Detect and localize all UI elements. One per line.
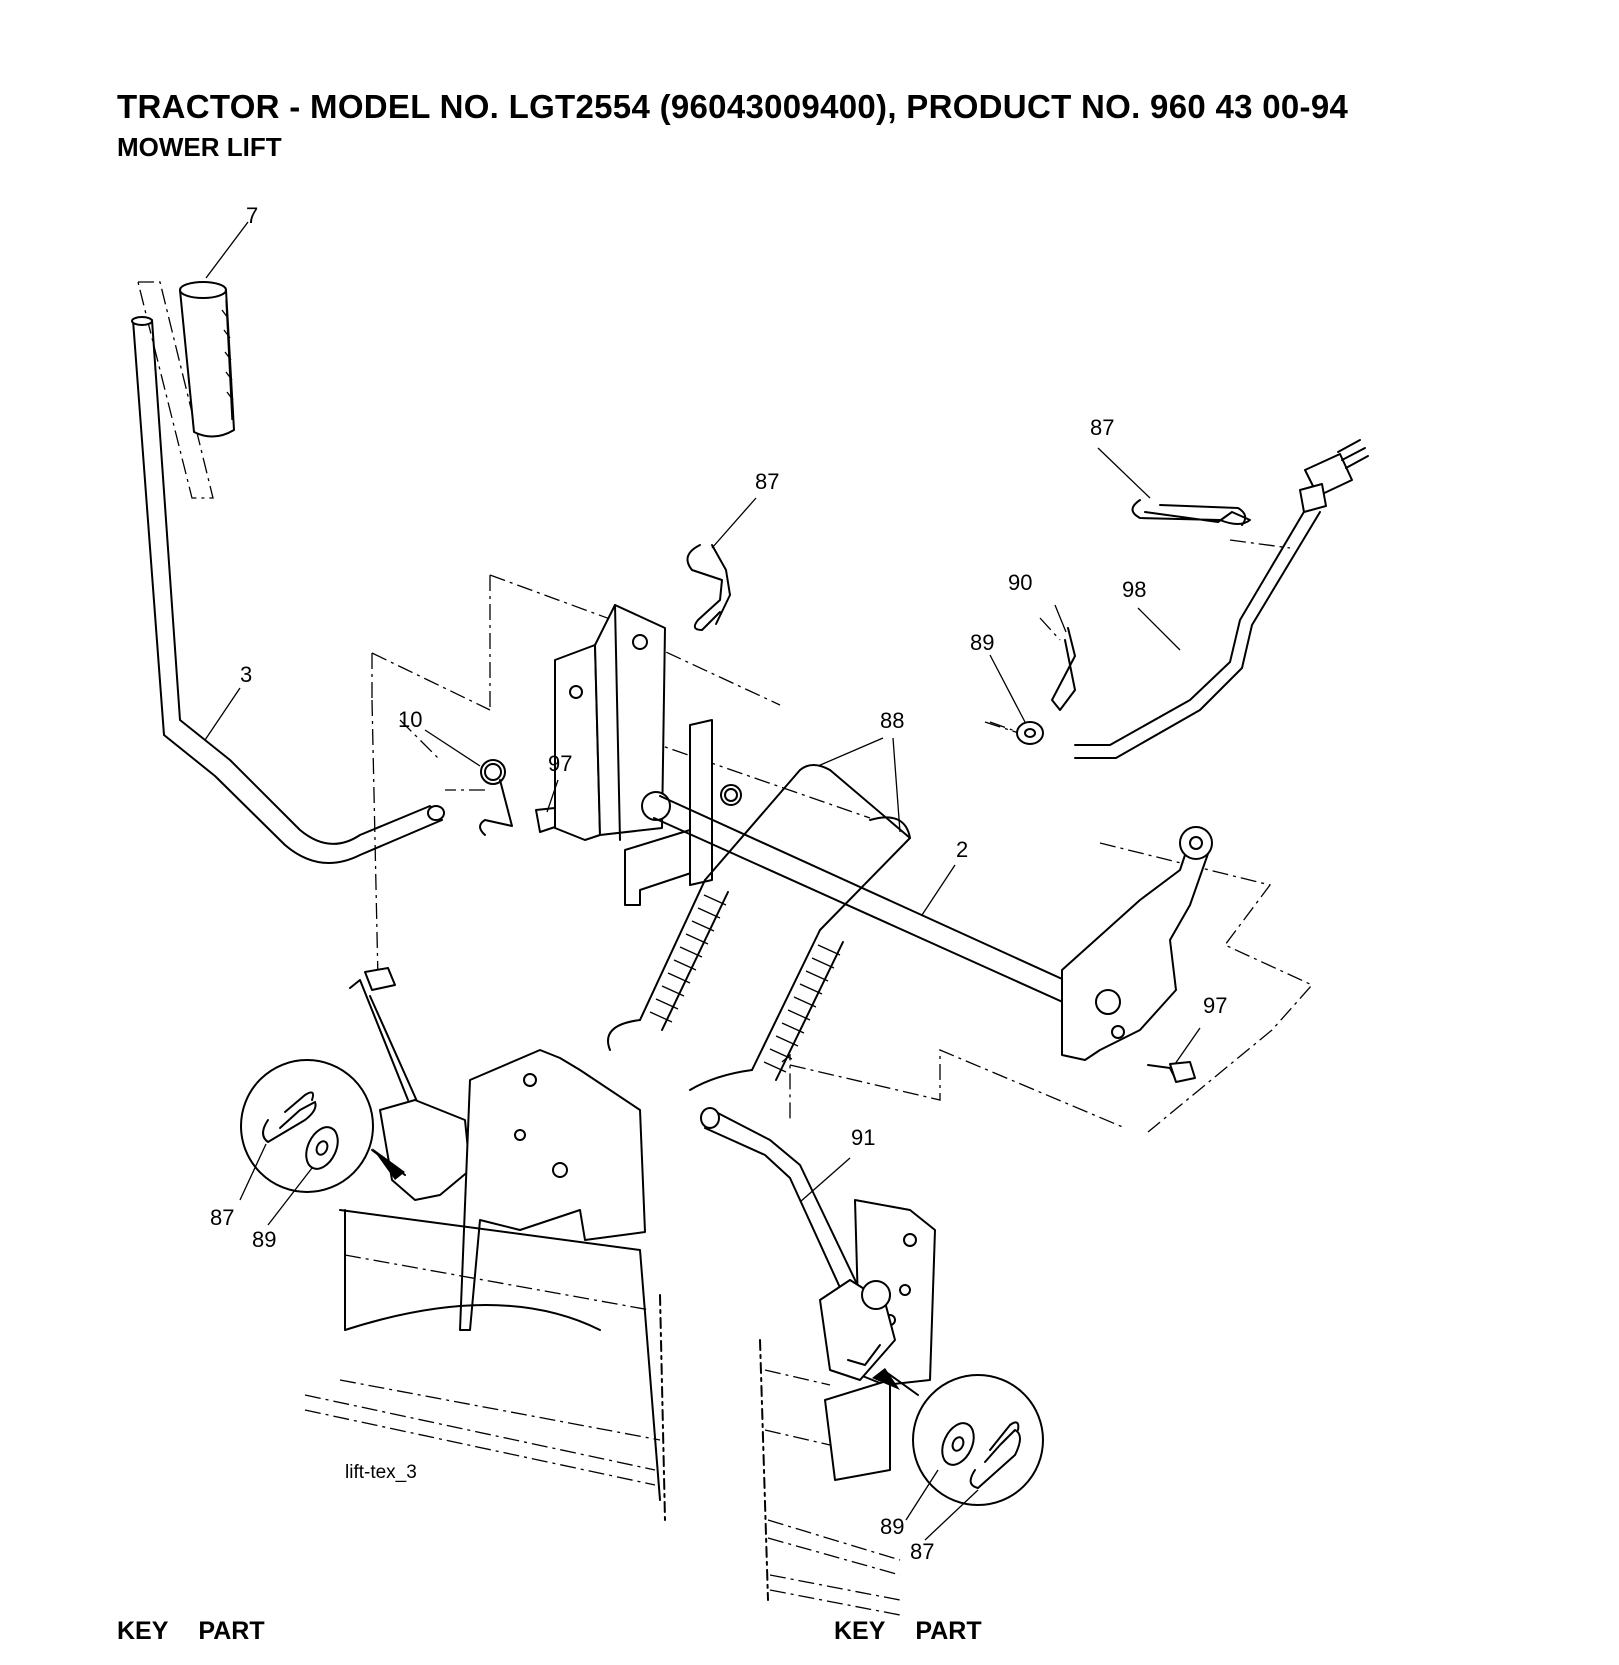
callout-leaders [204,221,1201,1541]
assembly-dash-lines [137,281,1314,1133]
part-87-hairpin-clip-top-right [1131,499,1251,526]
callout-87-left-detail: 87 [210,1205,234,1230]
footer-key-label: KEY [117,1617,169,1645]
callout-2: 2 [956,837,968,862]
part-89-washer-top [1016,721,1044,745]
right-deck-lines [759,1339,901,1616]
footer-key-part-left: KEY PART [117,1617,265,1646]
callout-7: 7 [246,203,258,228]
page-title: TRACTOR - MODEL NO. LGT2554 (96043009400… [117,88,1349,125]
callout-91: 91 [851,1125,875,1150]
footer-part-label: PART [915,1617,982,1645]
part-87-hairpin-clip-top-center [686,544,731,631]
left-deck-hanger [349,967,646,1331]
right-deck-hanger [819,1199,936,1481]
footer-key-label: KEY [834,1617,886,1645]
part-3-lift-handle [131,316,445,864]
callout-97-right: 97 [1203,993,1227,1018]
callout-88: 88 [880,708,904,733]
footer-key-part-right: KEY PART [834,1617,982,1646]
footer-part-label: PART [198,1617,265,1645]
left-lift-bracket [554,604,742,906]
left-detail-circle [240,1059,406,1193]
right-lift-bracket [1061,826,1213,1061]
part-98-front-link-rod [1074,439,1369,759]
callout-89-right-detail: 89 [880,1514,904,1539]
page-subtitle: MOWER LIFT [117,132,282,162]
callout-90: 90 [1008,570,1032,595]
right-detail-circle [872,1368,1044,1506]
part-10-torsion-spring [479,759,513,836]
callout-labels: 7 3 10 97 87 87 90 98 89 88 2 97 91 87 8… [210,203,1227,1564]
callout-3: 3 [240,662,252,687]
part-2-cross-shaft [653,795,1083,1009]
callout-89-top: 89 [970,630,994,655]
part-91-rear-link-rod [700,1107,857,1293]
part-97-bolt-right [1147,1061,1196,1083]
left-deck-lines [304,1209,666,1521]
callout-97-left: 97 [548,751,572,776]
part-88-lift-springs [607,764,911,1091]
part-90-clip [1051,627,1076,711]
callout-87-right-detail: 87 [910,1539,934,1564]
image-code: lift-tex_3 [345,1462,417,1483]
callout-10: 10 [398,707,422,732]
callout-89-left-detail: 89 [252,1227,276,1252]
callout-87-top-right: 87 [1090,415,1114,440]
callout-87-top-center: 87 [755,469,779,494]
part-7-handle-grip [179,281,235,438]
callout-98: 98 [1122,577,1146,602]
